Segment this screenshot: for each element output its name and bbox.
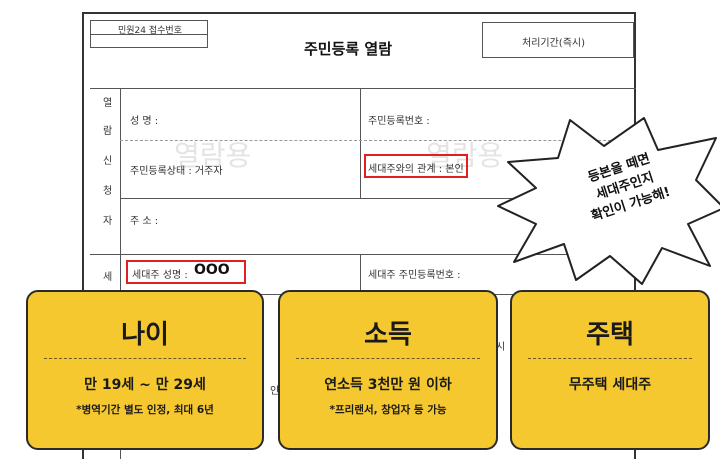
name-label: 성 명 : bbox=[130, 116, 159, 127]
document-title: 주민등록 열람 bbox=[304, 40, 393, 58]
applicant-label-char: 자 bbox=[103, 216, 113, 227]
criteria-card-housing: 주택 무주택 세대주 bbox=[510, 290, 710, 450]
relation-highlight bbox=[364, 154, 468, 178]
card-main-text: 연소득 3천만 원 이하 bbox=[324, 377, 452, 393]
card-divider bbox=[44, 358, 246, 359]
processing-period-label: 처리기간(즉시) bbox=[522, 38, 586, 49]
applicant-label-char: 람 bbox=[103, 126, 113, 137]
applicant-label-char: 열 bbox=[103, 98, 113, 109]
address-label: 주 소 : bbox=[130, 216, 159, 227]
card-note: *병역기간 별도 인정, 최대 6년 bbox=[76, 404, 214, 416]
processing-period-box bbox=[482, 22, 634, 58]
card-main-text: 만 19세 ~ 만 29세 bbox=[84, 377, 206, 393]
relation-label: 세대주와의 관계 : 본인 bbox=[368, 164, 464, 175]
head-name-highlight bbox=[126, 260, 246, 284]
household-label-char: 세 bbox=[103, 272, 113, 283]
card-title: 나이 bbox=[121, 320, 169, 350]
card-title: 소득 bbox=[364, 320, 412, 350]
head-rrn-label: 세대주 주민등록번호 : bbox=[368, 270, 461, 281]
card-divider bbox=[528, 358, 692, 359]
head-name-label: 세대주 성명 : bbox=[132, 270, 188, 281]
status-label: 주민등록상태 : 거주자 bbox=[130, 166, 223, 177]
speech-burst bbox=[497, 117, 720, 285]
head-name-value: OOO bbox=[194, 262, 230, 278]
card-divider bbox=[296, 358, 480, 359]
card-main-text: 무주택 세대주 bbox=[568, 377, 652, 393]
applicant-label-char: 청 bbox=[103, 186, 113, 197]
receipt-number-label: 민원24 접수번호 bbox=[118, 26, 182, 36]
criteria-card-income: 소득 연소득 3천만 원 이하 *프리랜서, 창업자 등 가능 bbox=[278, 290, 498, 450]
criteria-card-age: 나이 만 19세 ~ 만 29세 *병역기간 별도 인정, 최대 6년 bbox=[26, 290, 264, 450]
rrn-label: 주민등록번호 : bbox=[368, 116, 430, 127]
card-note: *프리랜서, 창업자 등 가능 bbox=[329, 404, 447, 416]
applicant-label-char: 신 bbox=[103, 156, 113, 167]
watermark: 열람용 bbox=[174, 139, 252, 172]
partial-text: 인 bbox=[270, 386, 280, 397]
partial-text: 시 bbox=[496, 342, 506, 353]
card-title: 주택 bbox=[586, 320, 634, 350]
